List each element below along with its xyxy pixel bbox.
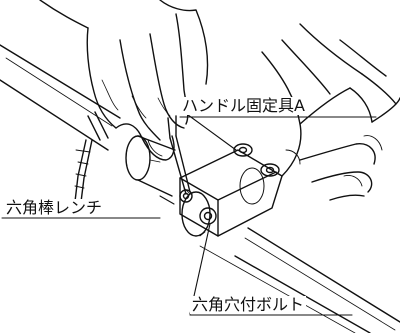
right-hand <box>261 23 400 201</box>
callout-handle-clamp-a: ハンドル固定具A <box>180 96 307 115</box>
leader-lines <box>1 111 377 316</box>
hex-wrench <box>167 115 191 195</box>
callout-hex-socket-bolt: 六角穴付ボルト <box>190 295 307 314</box>
leader-handle-clamp <box>183 111 237 151</box>
left-hand <box>39 0 209 161</box>
handlebar-tube <box>0 44 400 333</box>
callout-hex-wrench: 六角棒レンチ <box>4 198 105 217</box>
tube-collar <box>125 135 176 197</box>
hex-socket-bolt <box>179 189 217 225</box>
leader-hex-wrench <box>159 195 175 205</box>
handle-clamp-body <box>179 143 283 237</box>
cable-tie <box>73 111 109 211</box>
